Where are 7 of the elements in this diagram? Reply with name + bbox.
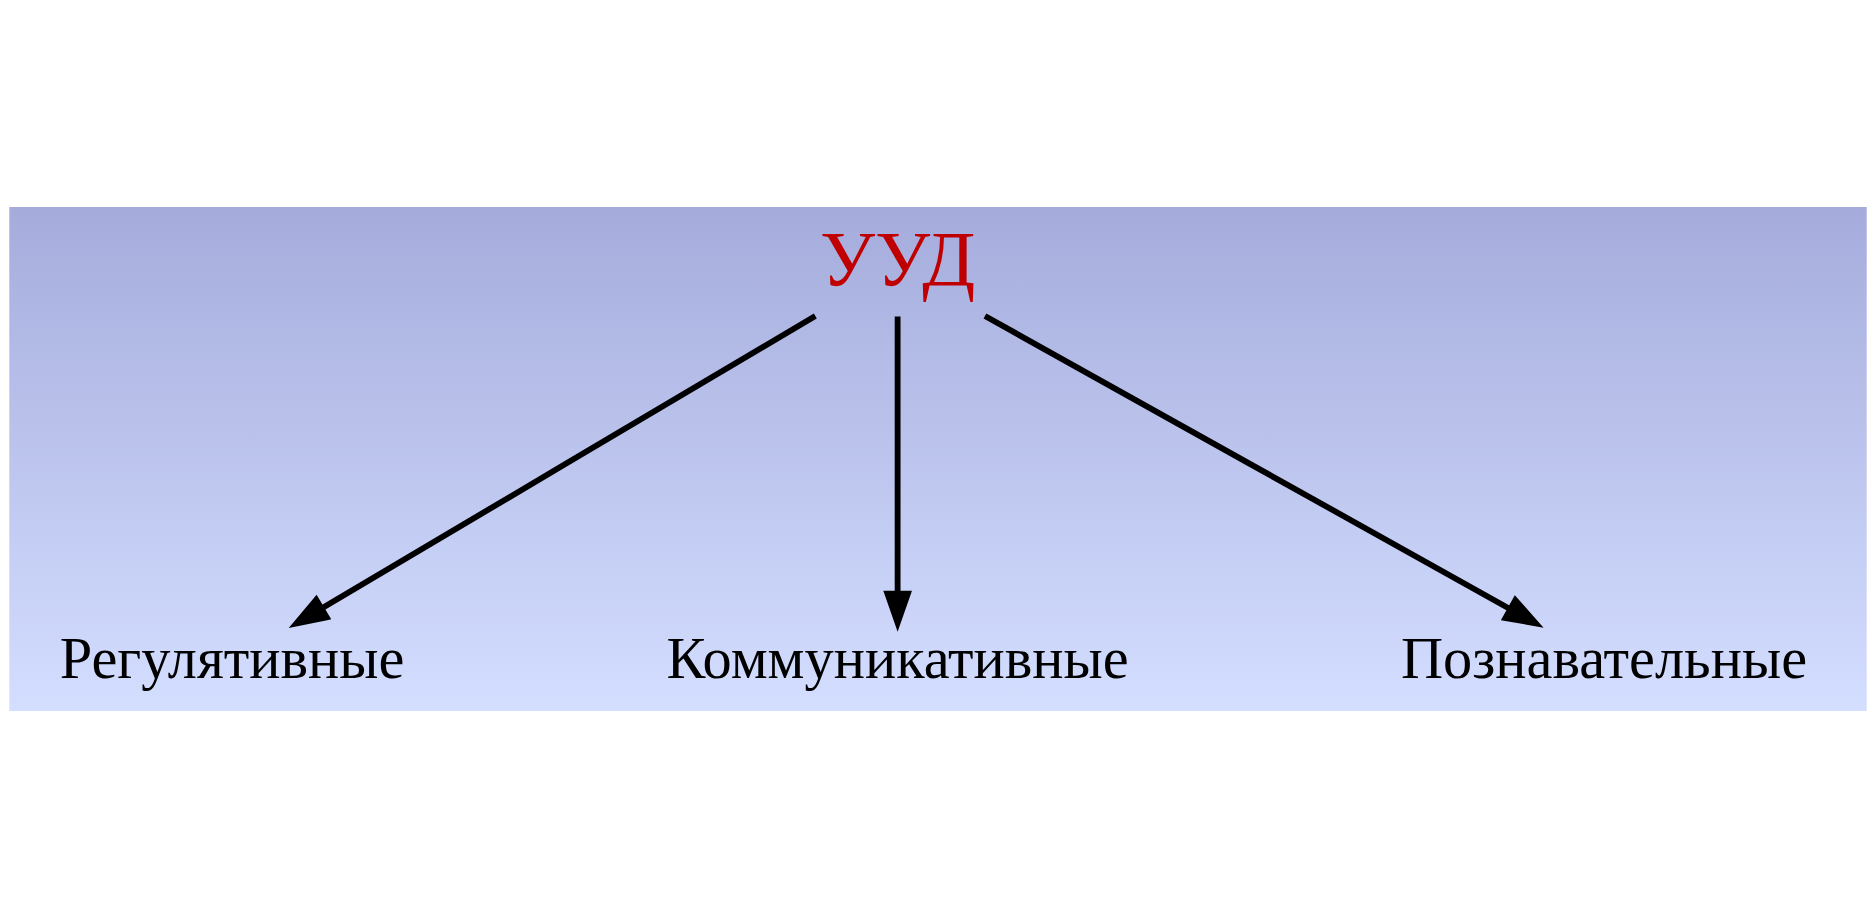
node-text: Коммуникативные [666, 625, 1129, 691]
arrow [883, 315, 912, 632]
node-text: Регулятивные [59, 625, 405, 691]
arrow [288, 313, 817, 628]
node-text: УУД [819, 215, 976, 302]
arrow [983, 313, 1544, 628]
node-text: Познавательные [1400, 625, 1808, 691]
